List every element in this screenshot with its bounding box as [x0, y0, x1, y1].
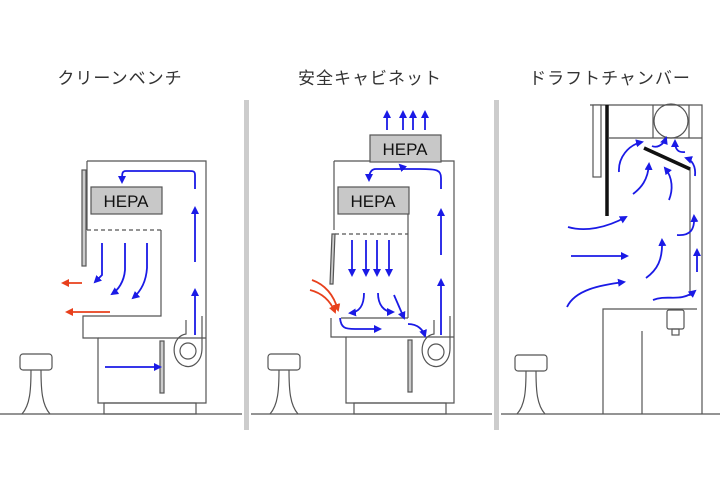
front-sash	[81, 169, 87, 267]
baffle-plate	[643, 146, 691, 171]
safety-cabinet-airflow	[339, 110, 445, 338]
stool-icon	[19, 353, 53, 415]
divider-1	[244, 100, 249, 430]
divider-2	[494, 100, 499, 430]
stool-icon	[514, 354, 548, 415]
safety-cabinet-inflow	[309, 279, 341, 314]
exhaust-fan-icon	[653, 103, 689, 139]
clean-bench-outflow	[61, 279, 110, 316]
clean-bench-title: クリーンベンチ	[57, 69, 183, 89]
clean-bench-panel	[19, 160, 207, 415]
hepa-filter	[90, 186, 163, 215]
hepa-label: HEPA	[103, 192, 149, 211]
supply-hepa-filter	[337, 186, 410, 215]
safety-cabinet-panel	[267, 134, 455, 415]
fume-hood-airflow	[566, 136, 701, 308]
fan-icon	[421, 316, 451, 368]
stool-icon	[267, 353, 301, 415]
fan-icon	[173, 316, 203, 368]
fume-hood-title: ドラフトチャンバー	[529, 69, 691, 89]
exhaust-hepa-filter	[369, 134, 442, 163]
exhaust-hepa-label: HEPA	[382, 140, 428, 159]
safety-cabinet-title: 安全キャビネット	[298, 69, 442, 89]
clean-bench-airflow	[93, 170, 199, 371]
fume-hood-panel	[514, 103, 703, 415]
supply-hepa-label: HEPA	[350, 192, 396, 211]
